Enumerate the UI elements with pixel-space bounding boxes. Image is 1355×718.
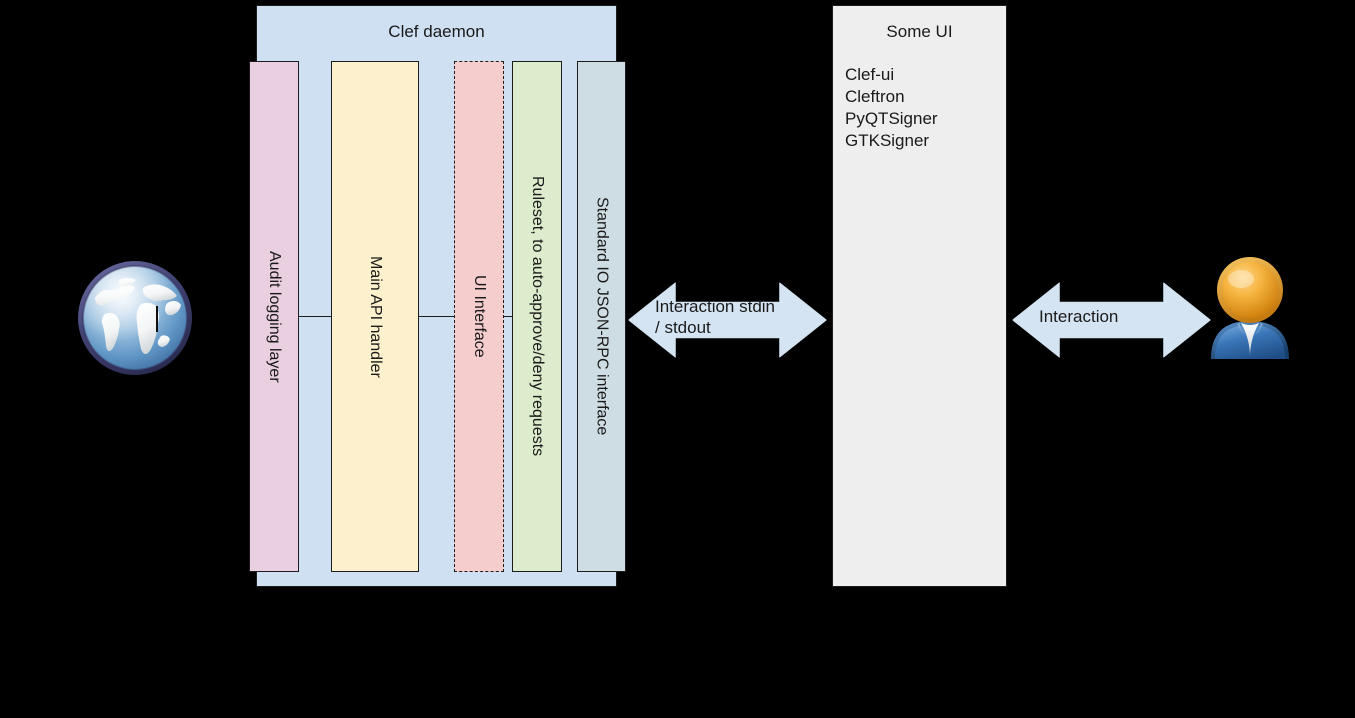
some-ui-list: Clef-ui Cleftron PyQTSigner GTKSigner — [845, 64, 938, 152]
layer-box-standard-io-jsonrpc[interactable]: Standard IO JSON-RPC interface — [577, 61, 626, 572]
layer-box-ui-interface[interactable]: UI Interface — [454, 61, 504, 572]
layer-label-audit-logging: Audit logging layer — [266, 250, 283, 383]
connector-mainapi-to-uiinterface — [419, 316, 454, 317]
layer-box-main-api-handler[interactable]: Main API handler — [331, 61, 419, 572]
layer-label-ruleset: Ruleset, to auto-approve/deny requests — [529, 176, 546, 457]
arrow-label-interaction-line1: Interaction — [1039, 307, 1119, 326]
arrow-label-stdio: Interaction stdin / stdout — [655, 296, 775, 338]
connector-uiinterface-to-ruleset — [504, 316, 512, 317]
list-item: Cleftron — [845, 87, 905, 106]
clef-daemon-container: Clef daemon — [256, 5, 617, 587]
list-item: GTKSigner — [845, 131, 930, 150]
list-item: Clef-ui — [845, 65, 895, 84]
arrow-label-stdio-line1: Interaction stdin — [655, 297, 776, 316]
globe-icon — [75, 258, 195, 378]
clef-daemon-title: Clef daemon — [388, 22, 485, 41]
arrow-label-stdio-line2: / stdout — [655, 318, 711, 337]
some-ui-panel: Some UI Clef-ui Cleftron PyQTSigner GTKS… — [832, 5, 1007, 587]
layer-label-standard-io-jsonrpc: Standard IO JSON-RPC interface — [593, 197, 611, 436]
arrow-label-interaction: Interaction — [1039, 306, 1118, 327]
layer-box-audit-logging[interactable]: Audit logging layer — [249, 61, 299, 572]
some-ui-title: Some UI — [886, 22, 953, 41]
layer-label-ui-interface: UI Interface — [471, 275, 488, 358]
list-item: PyQTSigner — [845, 109, 938, 128]
connector-audit-to-mainapi — [299, 316, 331, 317]
layer-box-ruleset[interactable]: Ruleset, to auto-approve/deny requests — [512, 61, 562, 572]
layer-label-main-api-handler: Main API handler — [367, 255, 384, 378]
user-icon — [1204, 254, 1296, 361]
